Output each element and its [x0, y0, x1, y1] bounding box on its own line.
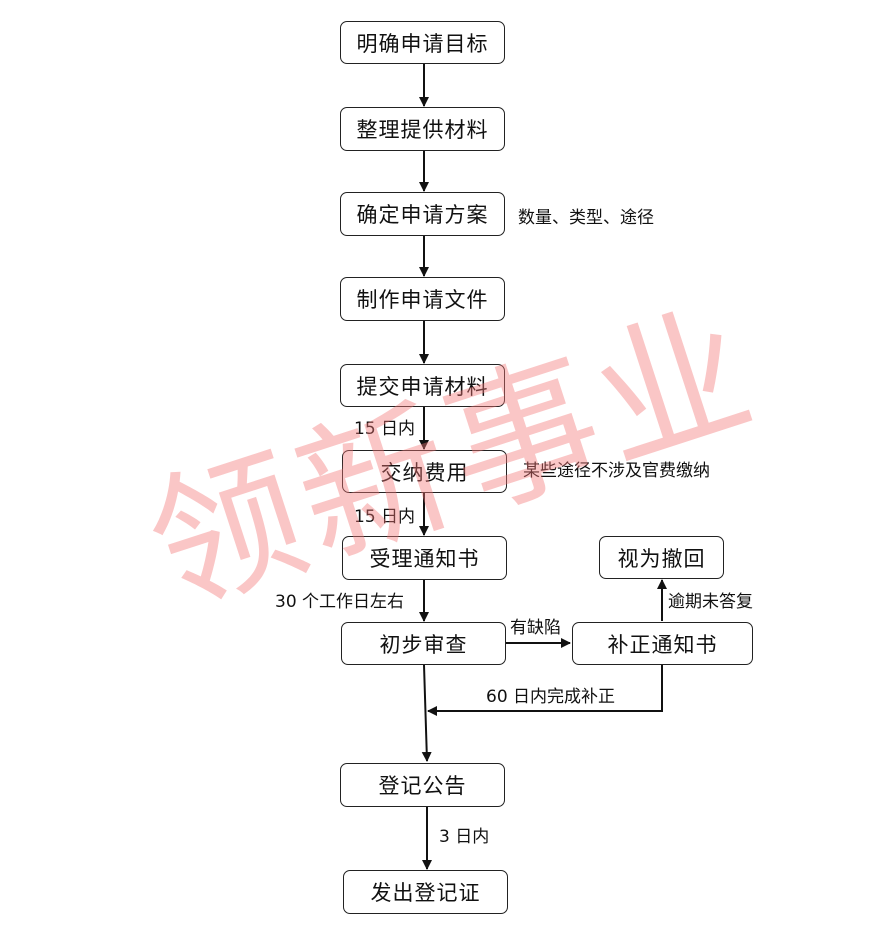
- annotation-submit-to-pay: 15 日内: [354, 419, 416, 439]
- arrow-exam-to-announce: [421, 664, 432, 762]
- annotation-defect: 有缺陷: [510, 618, 561, 638]
- node-goal: 明确申请目标: [340, 21, 505, 64]
- node-announce: 登记公告: [340, 763, 505, 807]
- annotation-announce-to-certificate: 3 日内: [439, 827, 490, 847]
- node-acceptance: 受理通知书: [342, 536, 507, 580]
- node-certificate: 发出登记证: [343, 870, 508, 914]
- annotation-plan-note: 数量、类型、途径: [518, 208, 654, 228]
- arrow-correction-back-to-main: [427, 665, 663, 716]
- annotation-correction-deadline: 60 日内完成补正: [486, 687, 616, 707]
- annotation-pay-note: 某些途径不涉及官费缴纳: [523, 461, 710, 481]
- node-organize: 整理提供材料: [340, 107, 505, 151]
- node-withdrawn: 视为撤回: [599, 536, 724, 579]
- node-prepare: 制作申请文件: [340, 277, 505, 321]
- node-exam: 初步审查: [341, 622, 506, 665]
- node-submit: 提交申请材料: [340, 364, 505, 407]
- node-correction: 补正通知书: [572, 622, 753, 665]
- node-plan: 确定申请方案: [340, 192, 505, 236]
- node-pay: 交纳费用: [342, 450, 507, 493]
- annotation-acceptance-to-exam: 30 个工作日左右: [275, 592, 405, 612]
- annotation-overdue: 逾期未答复: [668, 592, 753, 612]
- annotation-pay-to-acceptance: 15 日内: [354, 507, 416, 527]
